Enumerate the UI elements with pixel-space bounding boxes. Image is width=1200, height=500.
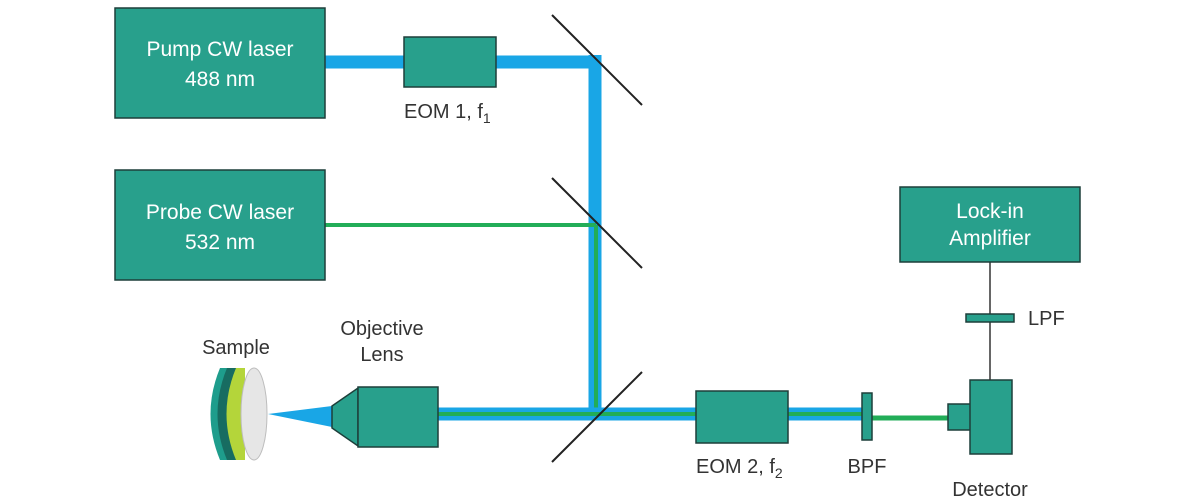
eom-1-label: EOM 1, f1 xyxy=(404,101,491,126)
mirror-bottom xyxy=(551,371,643,463)
objective-label-line1: Objective xyxy=(340,318,423,340)
bpf-label: BPF xyxy=(848,456,887,478)
objective-label-line2: Lens xyxy=(360,344,403,366)
lock-in-label-line2: Amplifier xyxy=(949,227,1031,250)
pump-laser-box xyxy=(114,7,326,119)
bpf-plate xyxy=(861,392,873,441)
beam-paths xyxy=(268,55,950,427)
eom-1: EOM 1, f1 xyxy=(403,36,497,126)
detector-window xyxy=(947,403,973,431)
sample-layer-front xyxy=(226,368,245,460)
detector-body xyxy=(969,379,1013,455)
eom-2-box xyxy=(695,390,789,444)
eom-2-label-subscript: 2 xyxy=(775,465,783,481)
pump-laser: Pump CW laser 488 nm xyxy=(114,7,326,119)
objective-lens: Objective Lens xyxy=(331,318,439,448)
low-pass-filter: LPF xyxy=(965,308,1065,330)
sample: Sample xyxy=(202,337,270,461)
lpf-label: LPF xyxy=(1028,308,1065,330)
mirror-top xyxy=(551,14,643,106)
eom-2-label: EOM 2, f2 xyxy=(696,456,783,481)
objective-lens-nose xyxy=(331,386,359,448)
objective-lens-body xyxy=(357,386,439,448)
probe-laser-label-line2: 532 nm xyxy=(185,231,255,254)
sample-label: Sample xyxy=(202,337,270,359)
lock-in-label-line1: Lock-in xyxy=(956,200,1024,223)
detector-label: Detector xyxy=(952,479,1028,500)
lock-in-amplifier: Lock-in Amplifier xyxy=(899,186,1081,263)
probe-laser-box xyxy=(114,169,326,281)
eom-2: EOM 2, f2 xyxy=(695,390,789,481)
probe-laser-label-line1: Probe CW laser xyxy=(146,201,294,224)
focused-beam-cone xyxy=(268,406,332,427)
pump-laser-label-line1: Pump CW laser xyxy=(146,38,293,61)
eom-1-box xyxy=(403,36,497,88)
eom-1-label-subscript: 1 xyxy=(483,110,491,126)
mirror-middle xyxy=(551,177,643,269)
detector: Detector xyxy=(947,379,1028,500)
probe-laser: Probe CW laser 532 nm xyxy=(114,169,326,281)
lpf-plate xyxy=(965,313,1015,323)
lock-in-amplifier-box xyxy=(899,186,1081,263)
band-pass-filter: BPF xyxy=(848,392,887,478)
eom-1-label-text: EOM 1, f xyxy=(404,101,483,123)
eom-2-label-text: EOM 2, f xyxy=(696,456,775,478)
pump-laser-label-line2: 488 nm xyxy=(185,68,255,91)
sample-face xyxy=(240,367,268,461)
